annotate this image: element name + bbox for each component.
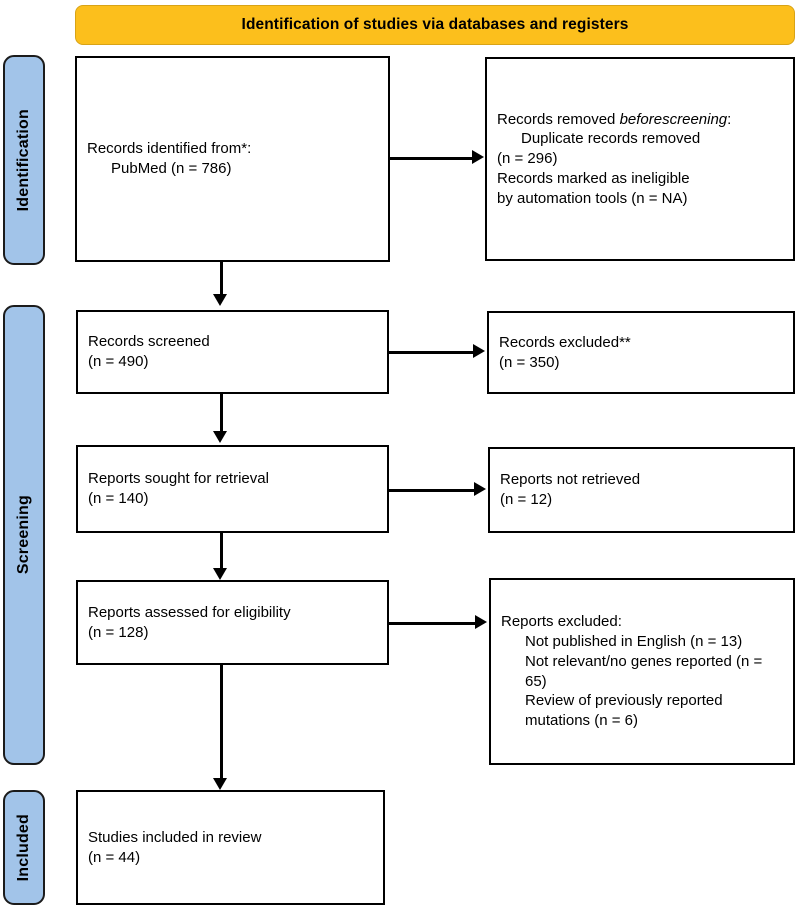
- node-studies-included-line2: (n = 44): [88, 848, 141, 866]
- arrowhead-right-icon-1: [472, 150, 484, 164]
- node-records-removed-line3: Duplicate records removed: [521, 130, 701, 148]
- node-records-removed-heading-colon: :: [727, 110, 732, 128]
- node-records-removed-line5: Records marked as ineligible: [497, 169, 690, 187]
- phase-label-included: Included: [3, 790, 45, 905]
- node-records-removed-heading: Records removed beforescreening:: [497, 110, 783, 130]
- arrowhead-right-icon-4: [475, 615, 487, 629]
- node-reports-sought: Reports sought for retrieval (n = 140): [76, 445, 389, 533]
- node-records-removed-heading-em1: before: [619, 110, 663, 128]
- node-records-excluded-line2: (n = 350): [499, 353, 560, 371]
- banner-title: Identification of studies via databases …: [241, 16, 629, 33]
- connector-identified-to-screened: [220, 262, 223, 295]
- node-records-identified: Records identified from*: PubMed (n = 78…: [75, 56, 390, 262]
- node-reports-sought-line2: (n = 140): [88, 490, 149, 507]
- arrowhead-down-icon-4: [213, 778, 227, 790]
- node-records-excluded: Records excluded** (n = 350): [487, 311, 795, 394]
- node-studies-included: Studies included in review (n = 44): [76, 790, 385, 905]
- connector-sought-to-assessed: [220, 533, 223, 569]
- phase-label-identification: Identification: [3, 55, 45, 265]
- node-reports-excluded-line3: Not relevant/no genes reported (n = 65): [525, 652, 763, 690]
- node-reports-assessed-line1: Reports assessed for eligibility: [88, 603, 291, 621]
- arrowhead-down-icon-2: [213, 431, 227, 443]
- node-records-removed-line4: (n = 296): [497, 150, 558, 168]
- node-records-screened-line2: (n = 490): [88, 353, 149, 370]
- node-reports-excluded-line2: Not published in English (n = 13): [525, 632, 743, 650]
- node-records-excluded-line1: Records excluded**: [499, 333, 631, 351]
- node-reports-not-retrieved-line1: Reports not retrieved: [500, 471, 641, 489]
- node-reports-assessed-line2: (n = 128): [88, 623, 149, 641]
- node-records-removed-heading-em2: screening: [662, 110, 728, 128]
- node-records-removed-line6: by automation tools (n = NA): [497, 189, 688, 207]
- connector-screened-to-sought: [220, 394, 223, 432]
- arrowhead-down-icon-3: [213, 568, 227, 580]
- connector-identified-to-removed: [390, 157, 473, 160]
- node-records-removed: Records removed beforescreening: Duplica…: [485, 57, 795, 261]
- connector-sought-to-not-retrieved: [389, 489, 475, 492]
- node-studies-included-line1: Studies included in review: [88, 828, 262, 846]
- connector-assessed-to-included: [220, 665, 223, 779]
- phase-label-screening-text: Screening: [15, 495, 32, 575]
- arrowhead-right-icon-3: [474, 482, 486, 496]
- node-reports-excluded-line4: Review of previously reported mutations …: [525, 692, 723, 730]
- node-reports-assessed: Reports assessed for eligibility (n = 12…: [76, 580, 389, 665]
- node-records-screened-line1: Records screened: [88, 333, 210, 351]
- connector-assessed-to-reports-excluded: [389, 622, 476, 625]
- node-records-identified-line1: Records identified from*:: [87, 140, 252, 158]
- arrowhead-right-icon-2: [473, 344, 485, 358]
- node-reports-not-retrieved-line2: (n = 12): [500, 491, 553, 508]
- node-records-screened: Records screened (n = 490): [76, 310, 389, 394]
- node-reports-excluded-line1: Reports excluded:: [501, 613, 622, 631]
- node-reports-sought-line1: Reports sought for retrieval: [88, 470, 269, 488]
- phase-label-identification-text: Identification: [15, 108, 32, 212]
- phase-label-included-text: Included: [15, 813, 32, 882]
- node-records-identified-line2: PubMed (n = 786): [111, 160, 232, 177]
- node-reports-not-retrieved: Reports not retrieved (n = 12): [488, 447, 795, 533]
- phase-label-screening: Screening: [3, 305, 45, 765]
- node-reports-excluded: Reports excluded: Not published in Engli…: [489, 578, 795, 765]
- diagram-banner: Identification of studies via databases …: [75, 5, 795, 45]
- connector-screened-to-excluded: [389, 351, 474, 354]
- node-records-removed-heading-a: Records removed: [497, 110, 620, 128]
- arrowhead-down-icon-1: [213, 294, 227, 306]
